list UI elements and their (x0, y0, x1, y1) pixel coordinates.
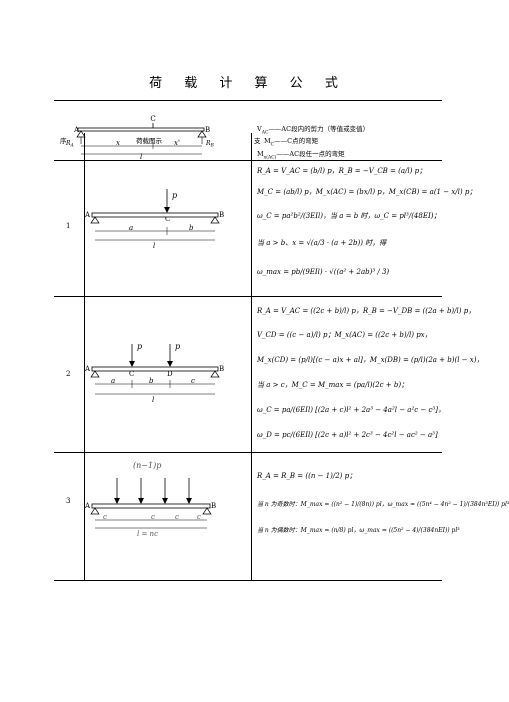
header-dim-x2: x' (174, 139, 180, 147)
row2-dim-c: c (191, 377, 195, 385)
row1-number: 1 (66, 222, 71, 230)
row3-dim-c-3: c (175, 513, 179, 521)
row3-dim-c-1: c (103, 513, 107, 521)
row3-formula-1: R_A = R_B = ((n − 1)/2) p； (257, 472, 357, 480)
header-col-support: 支 (254, 137, 261, 145)
row2-dim-l: l (152, 396, 154, 404)
header-dim-x: x (116, 139, 120, 147)
row2-formula-2: V_CD = ((c − a)/l) p；M_x(AC) = ((2c + b)… (257, 331, 432, 339)
row1-formula-1: R_A = V_AC = (b/l) p，R_B = −V_CB = (a/l)… (257, 167, 427, 175)
header-separator (54, 160, 442, 161)
row3-label-a: A (84, 502, 91, 510)
header-label-b: B (205, 126, 210, 134)
column-divider-1 (84, 133, 85, 580)
header-label-a: A (73, 126, 80, 134)
row2-dim-b: b (149, 377, 154, 385)
header-label-rb: RB (205, 140, 215, 149)
row3-number: 3 (66, 497, 71, 505)
row2-dim-a: a (111, 377, 115, 385)
row2-formula-5: ω_C = pa/(6EIl) [(2a + c)l² + 2a³ − 4a²l… (257, 406, 445, 414)
row2-label-d: D (167, 370, 173, 378)
row2-number: 2 (66, 370, 71, 378)
table-bottom-border (54, 580, 442, 581)
row2-beam-diagram: p p C D A B a b c l (84, 342, 224, 404)
row1-dim-l: l (153, 242, 155, 250)
row3-beam-diagram: (n−1)p A B c c c c l = nc (84, 461, 216, 538)
row3-dim-c-4: c (197, 513, 201, 521)
row2-formula-4: 当 a > c，M_C = M_max = (pa/l)(2c + b)； (257, 381, 409, 389)
row2-separator (54, 452, 442, 453)
formula-page: 荷 载 计 算 公 式 序 荷载图示 支 C A B RA RB x x' l … (54, 76, 509, 581)
header-label-ra: RA (65, 140, 75, 149)
column-divider-2 (251, 133, 252, 580)
row2-load-label-1: p (137, 342, 142, 351)
row1-dim-a: a (129, 224, 133, 232)
row1-separator (54, 296, 442, 297)
header-label-c: C (150, 115, 155, 123)
row1-label-b: B (219, 211, 224, 219)
row2-formula-3: M_x(CD) = (p/l)[(c − a)x + al]，M_x(DB) =… (257, 356, 484, 364)
row1-dim-b: b (189, 224, 194, 232)
definition-mx: Mx(AC)——AC段任一点的弯矩 (257, 150, 345, 161)
header-dim-l: l (140, 153, 142, 161)
row2-load-label-2: p (175, 342, 180, 351)
row2-label-c: C (129, 370, 134, 378)
row1-formula-5: ω_max = pb/(9EIl) · √((a² + 2ab)³ / 3) (257, 268, 390, 276)
row1-formula-2: M_C = (ab/l) p，M_x(AC) = (bx/l) p，M_x(CB… (257, 188, 477, 196)
row3-dim-c-2: c (151, 513, 155, 521)
row3-formula-3: 当 n 为偶数时：M_max = (n/8) pl，ω_max = ((5n² … (257, 527, 460, 534)
row2-label-a: A (84, 365, 91, 373)
page-title: 荷 载 计 算 公 式 (149, 76, 347, 91)
row1-label-a: A (84, 211, 91, 219)
row1-formula-3: ω_C = pa²b²/(3EIl)，当 a = b 时，ω_C = pl³/(… (257, 212, 441, 220)
row2-formula-1: R_A = V_AC = ((2c + b)/l) p，R_B = −V_DB … (257, 307, 476, 315)
row3-load-label: (n−1)p (133, 461, 161, 470)
definition-vac: VAC——AC段内的剪力（等值或变值） (257, 125, 370, 136)
row3-formula-2: 当 n 为奇数时：M_max = ((n² − 1)/(8n)) pl，ω_ma… (257, 501, 509, 508)
row1-load-label: p (172, 191, 177, 200)
row2-formula-6: ω_D = pc/(6EIl) [(2c + a)l² + 2c³ − 4c²l… (257, 431, 438, 439)
row3-dim-l: l = nc (137, 530, 158, 538)
header-col-no: 序 (60, 137, 67, 145)
definition-mc: MC——C点的弯矩 (264, 137, 319, 148)
row1-label-c: C (165, 215, 170, 223)
table-top-border (54, 100, 442, 101)
row1-beam-diagram: p C A B a b l (84, 189, 224, 250)
row1-formula-4: 当 a > b、x = √(a/3 · (a + 2b)) 时，得 (257, 239, 387, 247)
header-beam-diagram: C A B RA RB x x' l (65, 115, 215, 161)
row2-label-b: B (219, 365, 224, 373)
row3-label-b: B (211, 502, 216, 510)
header-col-diagram: 荷载图示 (136, 137, 162, 145)
